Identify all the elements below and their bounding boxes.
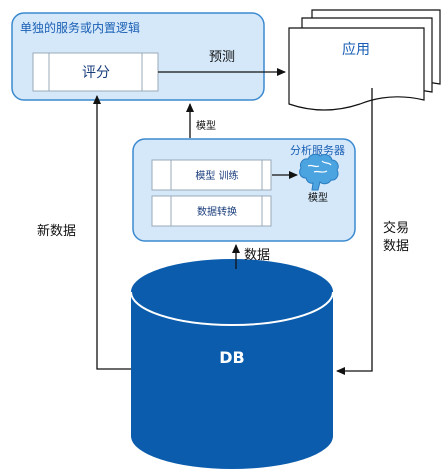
brain-icon	[299, 153, 339, 191]
model-arrow-label: 模型	[196, 119, 216, 132]
new-data-arrow: 新数据	[37, 95, 131, 370]
model-training-label: 模型 训练	[195, 169, 238, 182]
score-label: 评分	[82, 65, 110, 81]
data-transform-button[interactable]: 数据转换	[151, 195, 272, 227]
score-button[interactable]: 评分	[32, 52, 159, 92]
predict-arrow: 预测	[158, 50, 286, 76]
analysis-server-box: 分析服务器 模型 训练 数据转换 模型	[132, 138, 356, 242]
predict-label: 预测	[209, 50, 235, 65]
model-training-button[interactable]: 模型 训练	[151, 159, 272, 191]
data-arrow-label: 数据	[244, 248, 270, 263]
trade-data-label-2: 数据	[383, 239, 409, 254]
application-document: 应用	[288, 9, 441, 111]
application-label: 应用	[342, 41, 370, 58]
database-label: DB	[219, 348, 244, 367]
new-data-label: 新数据	[37, 223, 76, 239]
model-arrow: 模型	[186, 103, 216, 138]
database-cylinder: DB	[130, 259, 334, 469]
trade-data-arrow: 交易 数据	[336, 88, 409, 375]
trade-data-label-1: 交易	[383, 220, 409, 236]
scoring-service-box: 单独的服务或内置逻辑 评分	[11, 12, 265, 101]
scoring-service-title: 单独的服务或内置逻辑	[20, 20, 140, 35]
data-arrow: 数据	[232, 244, 270, 269]
brain-model-label: 模型	[308, 191, 328, 204]
analysis-server-title: 分析服务器	[290, 143, 345, 157]
data-transform-label: 数据转换	[197, 205, 237, 218]
